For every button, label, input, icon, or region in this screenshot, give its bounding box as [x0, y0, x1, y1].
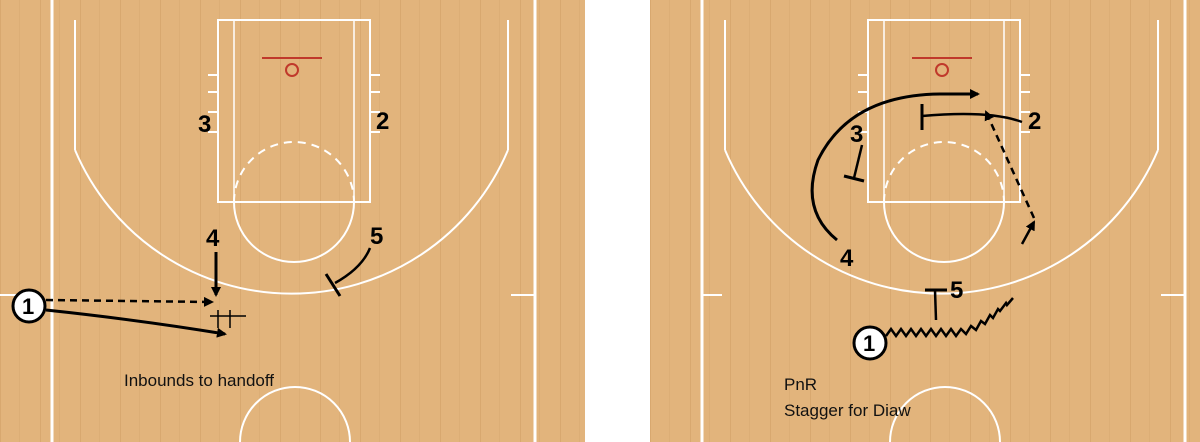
handoff-marker: [210, 310, 246, 328]
diagram-caption-line-2: Stagger for Diaw: [784, 401, 911, 420]
court-svg: 3 2 4 5 1 PnR Stagger for Diaw: [650, 0, 1200, 442]
player-5: 5: [950, 277, 963, 304]
play-diagram-pnr: 3 2 4 5 1 PnR Stagger for Diaw: [650, 0, 1200, 442]
diagram-caption: Inbounds to handoff: [124, 371, 274, 390]
player-2: 2: [376, 108, 389, 135]
player-3: 3: [850, 121, 863, 148]
rim: [935, 63, 949, 77]
rim: [285, 63, 299, 77]
player-1-cut: [45, 308, 227, 338]
player-4: 4: [206, 225, 220, 252]
player-2-screen: [921, 112, 1023, 124]
player-1: 1: [22, 294, 34, 319]
player-3-screen: [852, 144, 864, 179]
player-1-circle: [852, 325, 888, 361]
free-throw-circle: [233, 201, 355, 263]
player-5-screen: [334, 247, 372, 285]
pass-line: [45, 296, 214, 307]
player-4-cut: [810, 89, 980, 242]
player-1-circle: [11, 288, 47, 324]
three-point-line: [724, 149, 1159, 295]
player-1: 1: [863, 331, 875, 356]
diagram-caption-line-1: PnR: [784, 375, 817, 394]
free-throw-circle: [883, 201, 1005, 263]
court-svg: 3 2 4 5 1 Inbounds to handoff: [0, 0, 585, 442]
player-5-screen: [933, 289, 938, 321]
player-5: 5: [370, 223, 383, 250]
play-diagram-inbounds: 3 2 4 5 1 Inbounds to handoff: [0, 0, 585, 442]
player-2: 2: [1028, 108, 1041, 135]
pass-line: [984, 110, 1036, 219]
player-4: 4: [840, 245, 854, 272]
player-3: 3: [198, 111, 211, 138]
court-floor: [0, 0, 585, 442]
player-1-dribble: [884, 297, 1014, 339]
center-circle: [239, 386, 351, 442]
court-floor: [650, 0, 1200, 442]
center-circle: [889, 386, 1001, 442]
three-point-line: [74, 149, 509, 295]
